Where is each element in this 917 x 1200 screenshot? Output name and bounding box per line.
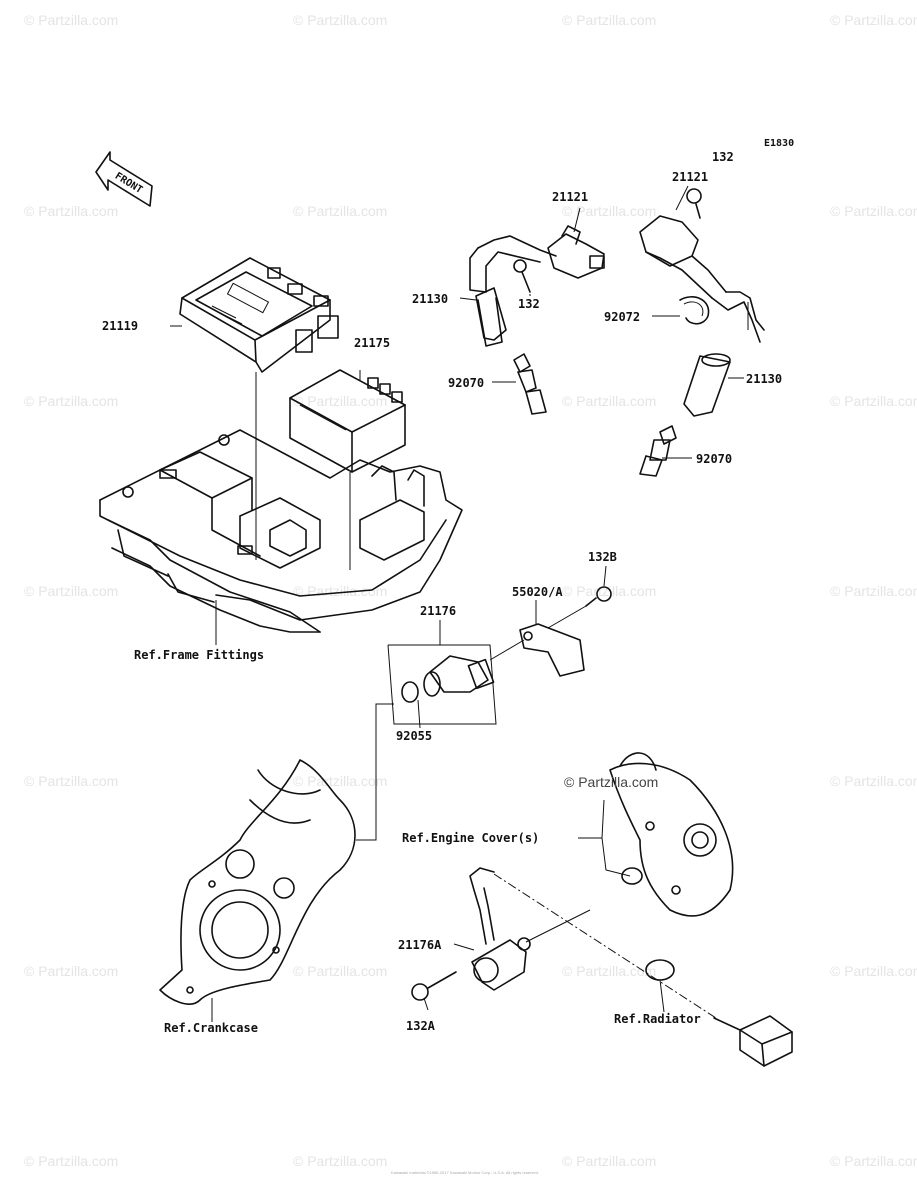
label-21175: 21175 [354,336,391,350]
watermark: © Partzilla.com [562,1153,657,1169]
part-132A-bolt [411,971,457,1001]
watermark: © Partzilla.com [562,12,657,28]
watermark: © Partzilla.com [24,583,119,599]
crankcase-ref [159,759,356,1005]
part-21130-cap-right [683,353,731,417]
watermark: © Partzilla.com [24,203,119,219]
watermark: © Partzilla.com [24,1153,119,1169]
part-21176A-sensor [469,867,531,991]
label-92070-left: 92070 [448,376,485,390]
part-92055-oring [401,681,419,703]
frame-fittings-tray [99,429,463,633]
watermark: © Partzilla.com [293,393,388,409]
cover-oring [621,867,643,885]
watermark: © Partzilla.com [830,773,917,789]
watermark: © Partzilla.com [830,963,917,979]
part-21119-ecu [179,257,339,373]
watermark: © Partzilla.com [293,963,388,979]
part-21175-igniter [289,369,406,473]
label-ref-crankcase: Ref.Crankcase [164,1021,258,1035]
watermark: © Partzilla.com [562,393,657,409]
label-21121-right: 21121 [672,170,709,184]
label-21119: 21119 [102,319,139,333]
part-21121-coil-left [469,225,605,293]
label-ref-engine-cover: Ref.Engine Cover(s) [402,831,540,845]
label-21176A: 21176A [398,938,442,952]
label-ref-frame-fittings: Ref.Frame Fittings [134,648,265,662]
watermark: © Partzilla.com [293,203,388,219]
leader-lines [170,185,744,1022]
label-55020A: 55020/A [512,585,563,599]
front-arrow-icon: FRONT [95,151,153,207]
watermark-center: © Partzilla.com [564,774,659,790]
part-132-bolt-a [513,259,531,293]
label-132A: 132A [406,1019,435,1033]
label-92070-right: 92070 [696,452,733,466]
label-132-top: 132 [712,150,734,164]
part-92072-clamp [679,296,710,325]
part-55020-bracket [519,623,585,677]
diagram-code: E1830 [764,138,795,149]
watermark: © Partzilla.com [24,773,119,789]
label-21176: 21176 [420,604,457,618]
label-21130-left: 21130 [412,292,449,306]
watermark: © Partzilla.com [24,963,119,979]
engine-cover-ref [609,752,734,917]
copyright-notice: Kawasaki materials ©1985-2017 Kawasaki M… [391,1170,539,1175]
watermark: © Partzilla.com [293,12,388,28]
label-21130-right: 21130 [746,372,783,386]
label-21121-left: 21121 [552,190,589,204]
watermark: © Partzilla.com [830,12,917,28]
watermark: © Partzilla.com [562,203,657,219]
connector [739,1015,793,1067]
part-21121-coil-right [639,215,765,343]
part-132-bolt-b [686,188,702,219]
watermark: © Partzilla.com [293,773,388,789]
label-92072: 92072 [604,310,641,324]
watermark: © Partzilla.com [24,393,119,409]
watermark: © Partzilla.com [830,393,917,409]
watermark: © Partzilla.com [830,583,917,599]
part-92070-plug-right [639,425,677,477]
part-21176-sensor [387,644,497,725]
label-132-mid: 132 [518,297,540,311]
label-132B: 132B [588,550,617,564]
watermark: © Partzilla.com [24,12,119,28]
label-92055: 92055 [396,729,433,743]
watermark: © Partzilla.com [562,963,657,979]
watermark: © Partzilla.com [830,203,917,219]
center-line [493,873,717,1019]
watermark: © Partzilla.com [830,1153,917,1169]
label-ref-radiator: Ref.Radiator [614,1012,701,1026]
part-92070-plug-left [513,353,547,415]
part-21130-cap-left [475,287,507,347]
watermark: © Partzilla.com [562,583,657,599]
part-132B-bolt [585,586,612,607]
watermark: © Partzilla.com [293,1153,388,1169]
